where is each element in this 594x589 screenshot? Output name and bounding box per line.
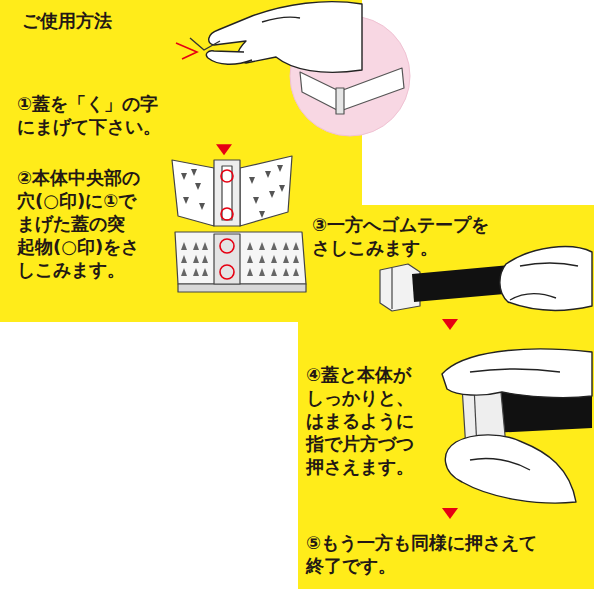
lid-hole: [253, 197, 259, 204]
lid-hole: [195, 183, 201, 190]
hand-crease: [510, 294, 556, 300]
lid-wing: [343, 68, 404, 110]
step-text: ⑤もう一方も同様に押さえて 終了です。: [306, 531, 558, 577]
mark-circle: [220, 265, 234, 279]
lid-hole: [199, 203, 205, 210]
hand-lower: [445, 435, 576, 503]
spike: [283, 255, 289, 263]
hand-palm: [500, 247, 592, 311]
lid-holes: [181, 165, 285, 218]
spike: [271, 268, 277, 276]
step-arrow: [216, 144, 232, 155]
lid-wing: [300, 72, 337, 110]
lid-hole: [249, 177, 255, 184]
mark-circle: [221, 208, 233, 220]
lid-hole: [181, 173, 187, 180]
spike: [259, 255, 265, 263]
spike: [202, 242, 208, 250]
lid-hole: [265, 171, 271, 178]
spike: [181, 268, 187, 276]
hand: [500, 247, 592, 311]
spikes: [181, 242, 299, 276]
lid-hole: [279, 185, 285, 192]
spike: [271, 255, 277, 263]
step-arrow: [442, 508, 458, 519]
hand: [442, 349, 592, 503]
spike: [247, 255, 253, 263]
step-text: ④蓋と本体が しっかりと、 はまるように 指で片方づつ 押さえます。: [306, 363, 424, 478]
mark-circle: [220, 239, 234, 253]
spike: [283, 242, 289, 250]
clip-line: [391, 268, 392, 309]
lid-hole: [259, 211, 265, 218]
mark-circle: [221, 170, 233, 182]
plate-top: [175, 232, 306, 284]
bend-mark: [176, 43, 197, 59]
spike: [193, 255, 199, 263]
lid-hole: [191, 169, 197, 176]
spike: [193, 242, 199, 250]
spike: [202, 255, 208, 263]
spike: [283, 268, 289, 276]
spike: [181, 255, 187, 263]
lid-wing: [240, 156, 292, 226]
lid: [172, 156, 292, 226]
step-text: ②本体中央部の 穴(○印)に①で まげた蓋の突 起物(○印)をさ しこみます。: [17, 166, 153, 281]
step-instruction: ⑤もう一方も同様に押さえて 終了です。: [306, 531, 558, 577]
spike: [293, 242, 299, 250]
hand-upper: [442, 349, 592, 398]
bent-lid-small: [190, 38, 220, 50]
lid-center: [214, 160, 240, 226]
spike: [193, 268, 199, 276]
step-arrow: [442, 319, 458, 330]
step-instruction: ①蓋を「く」の字 にまげて下さい。: [17, 92, 169, 138]
yellow-panel: [298, 205, 594, 589]
spike: [271, 242, 277, 250]
hand-crease: [470, 369, 560, 372]
plate-center: [214, 234, 240, 284]
lid-hinge: [336, 88, 344, 114]
spike: [247, 268, 253, 276]
plate-edge: [178, 284, 306, 292]
body-plate: [175, 232, 306, 292]
spike: [293, 255, 299, 263]
hand-crease: [520, 263, 578, 266]
hand-thumb: [206, 51, 252, 64]
hand-crease: [470, 458, 530, 470]
lid-rib: [222, 166, 232, 220]
spike: [247, 242, 253, 250]
hand: [206, 2, 362, 73]
lid-wing: [172, 160, 214, 226]
lid-hole: [269, 191, 275, 198]
panel-heading: ご使用方法: [22, 9, 362, 32]
step-instruction: ③一方へゴムテープを さしこみます。: [312, 213, 504, 259]
spike: [259, 268, 265, 276]
spike: [181, 242, 187, 250]
step-panel: ご使用方法 ①蓋を「く」の字 にまげて下さい。 ②本体中央部の 穴(○印)に①で ま…: [0, 0, 362, 322]
step-text: ①蓋を「く」の字 にまげて下さい。: [17, 92, 169, 138]
lid-hole: [183, 197, 189, 204]
lid-hole: [277, 165, 283, 172]
bent-lid: [300, 68, 404, 114]
spike: [293, 268, 299, 276]
step-instruction: ④蓋と本体が しっかりと、 はまるように 指で片方づつ 押さえます。: [306, 363, 424, 478]
spike: [259, 242, 265, 250]
hand-crease: [262, 17, 300, 22]
step-instruction: ②本体中央部の 穴(○印)に①で まげた蓋の突 起物(○印)をさ しこみます。: [17, 166, 153, 281]
spike: [202, 268, 208, 276]
step-text: ③一方へゴムテープを さしこみます。: [312, 213, 504, 259]
